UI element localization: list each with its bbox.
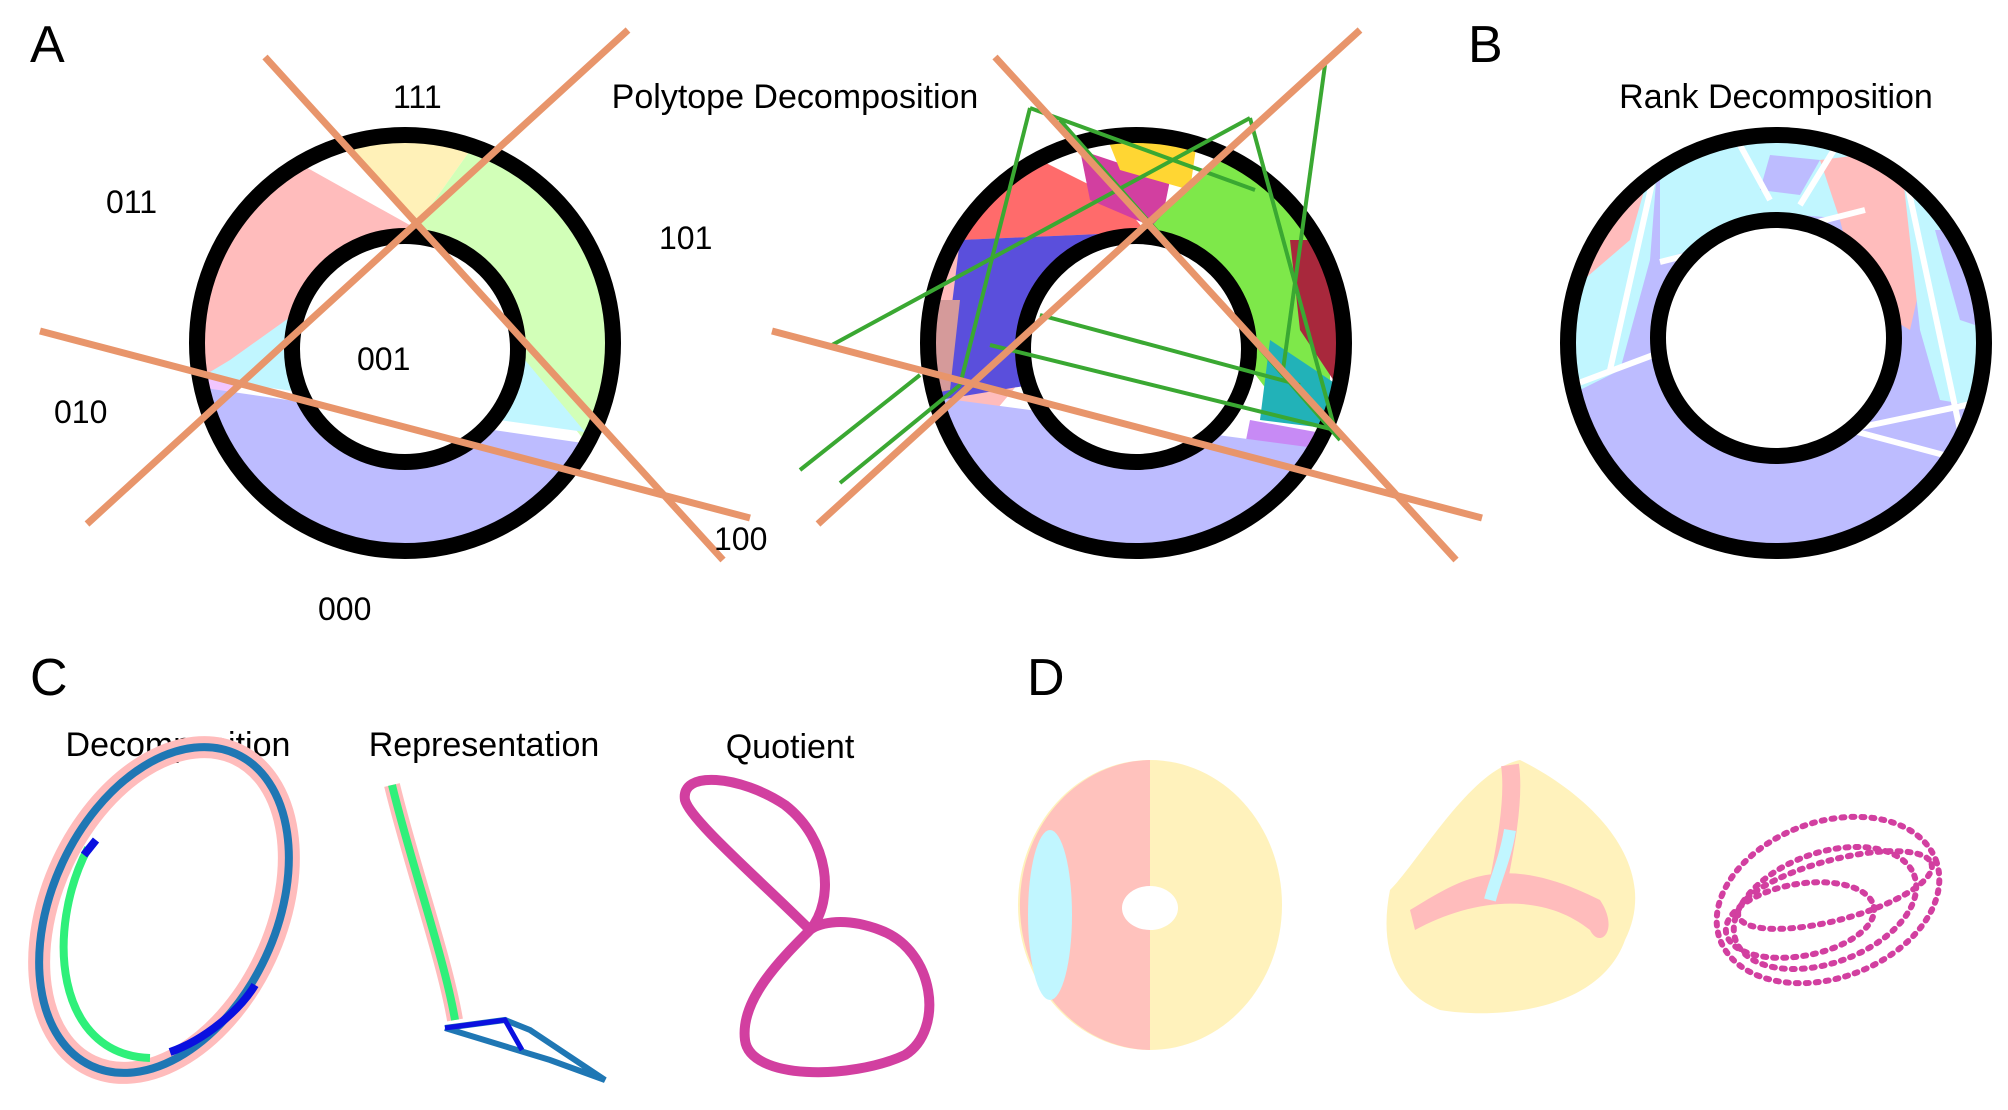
- code-100: 100: [714, 521, 767, 557]
- green-line-4: [1248, 117, 1337, 431]
- panel-a-refined: [771, 27, 1483, 563]
- torus-2: [1386, 760, 1636, 1014]
- panel-a: A Polytope Decomposition 111 011 101 001…: [30, 16, 979, 627]
- green-line-7: [989, 343, 1336, 432]
- representation-darkblue: [444, 1017, 525, 1052]
- green-line-9: [838, 383, 962, 485]
- torus-1: [1018, 760, 1282, 1050]
- panel-b-title: Rank Decomposition: [1619, 78, 1933, 116]
- rank-border-1: [1607, 169, 1658, 371]
- decomposition-blue-arc: [168, 982, 259, 1056]
- rank-border-4: [1737, 143, 1773, 202]
- hyperplane-3: [39, 327, 751, 522]
- rank-inner-boundary: [1650, 212, 1902, 464]
- representation-green: [388, 784, 459, 1021]
- decomposition-curve: [35, 743, 293, 1077]
- region-000: [196, 380, 613, 551]
- green-line-2: [1029, 106, 1256, 192]
- torus-2-pink-band: [1410, 873, 1609, 939]
- torus-3: [1713, 813, 1943, 987]
- rank-region-small-lavender: [1760, 155, 1820, 195]
- rank-border-6: [1897, 149, 1963, 431]
- torus-3-outer: [1713, 813, 1943, 987]
- torus-1-hole: [1122, 886, 1178, 930]
- panel-b-letter: B: [1468, 16, 1503, 74]
- rank-outer-boundary: [1560, 127, 1992, 559]
- code-111: 111: [393, 79, 442, 115]
- panel-d-letter: D: [1027, 649, 1065, 707]
- green-line-6: [1039, 313, 1301, 387]
- code-001: 001: [357, 341, 410, 377]
- decomposition-loop: [28, 736, 300, 1084]
- torus-3-band: [1735, 848, 1935, 932]
- hyperplane-2: [84, 27, 631, 527]
- code-010: 010: [54, 394, 107, 430]
- panel-b: B Rank Decomposition: [1468, 16, 1992, 559]
- hyperplane-r3: [771, 327, 1483, 522]
- panel-c-title-representation: Representation: [369, 726, 600, 764]
- panel-d: D: [1018, 649, 1943, 1050]
- torus-3-inner: [1722, 879, 1878, 961]
- hyperplane-r1: [992, 54, 1459, 563]
- decomposition-green-arc: [59, 846, 151, 1062]
- outer-boundary: [189, 127, 621, 559]
- hyperplane-r2: [815, 27, 1363, 527]
- code-011: 011: [106, 184, 157, 220]
- green-line-3: [831, 116, 1251, 347]
- panel-c: C Decomposition Representation Quotient: [28, 649, 935, 1084]
- panel-a-title: Polytope Decomposition: [612, 78, 979, 116]
- torus-2-cyan-stem: [1484, 828, 1516, 902]
- torus-1-cyan-band: [1028, 830, 1072, 1000]
- code-000: 000: [318, 591, 371, 627]
- panel-c-title-quotient: Quotient: [726, 728, 855, 766]
- representation-curve: [384, 783, 607, 1083]
- torus-3-mid: [1730, 843, 1920, 973]
- panel-c-letter: C: [30, 649, 68, 707]
- green-line-1: [958, 107, 1032, 386]
- decomposition-blue-tick: [80, 837, 100, 858]
- decomposition-halo: [28, 736, 300, 1084]
- code-101: 101: [659, 220, 712, 256]
- panel-a-letter: A: [30, 16, 65, 74]
- hyperplane-1: [262, 54, 726, 563]
- quotient-curve: [679, 774, 935, 1078]
- green-line-5: [1281, 64, 1327, 371]
- region-111: [300, 135, 520, 228]
- outer-boundary-2: [920, 127, 1352, 559]
- representation-blue: [444, 1016, 607, 1083]
- region-101: [415, 135, 613, 460]
- green-line-8: [798, 373, 922, 472]
